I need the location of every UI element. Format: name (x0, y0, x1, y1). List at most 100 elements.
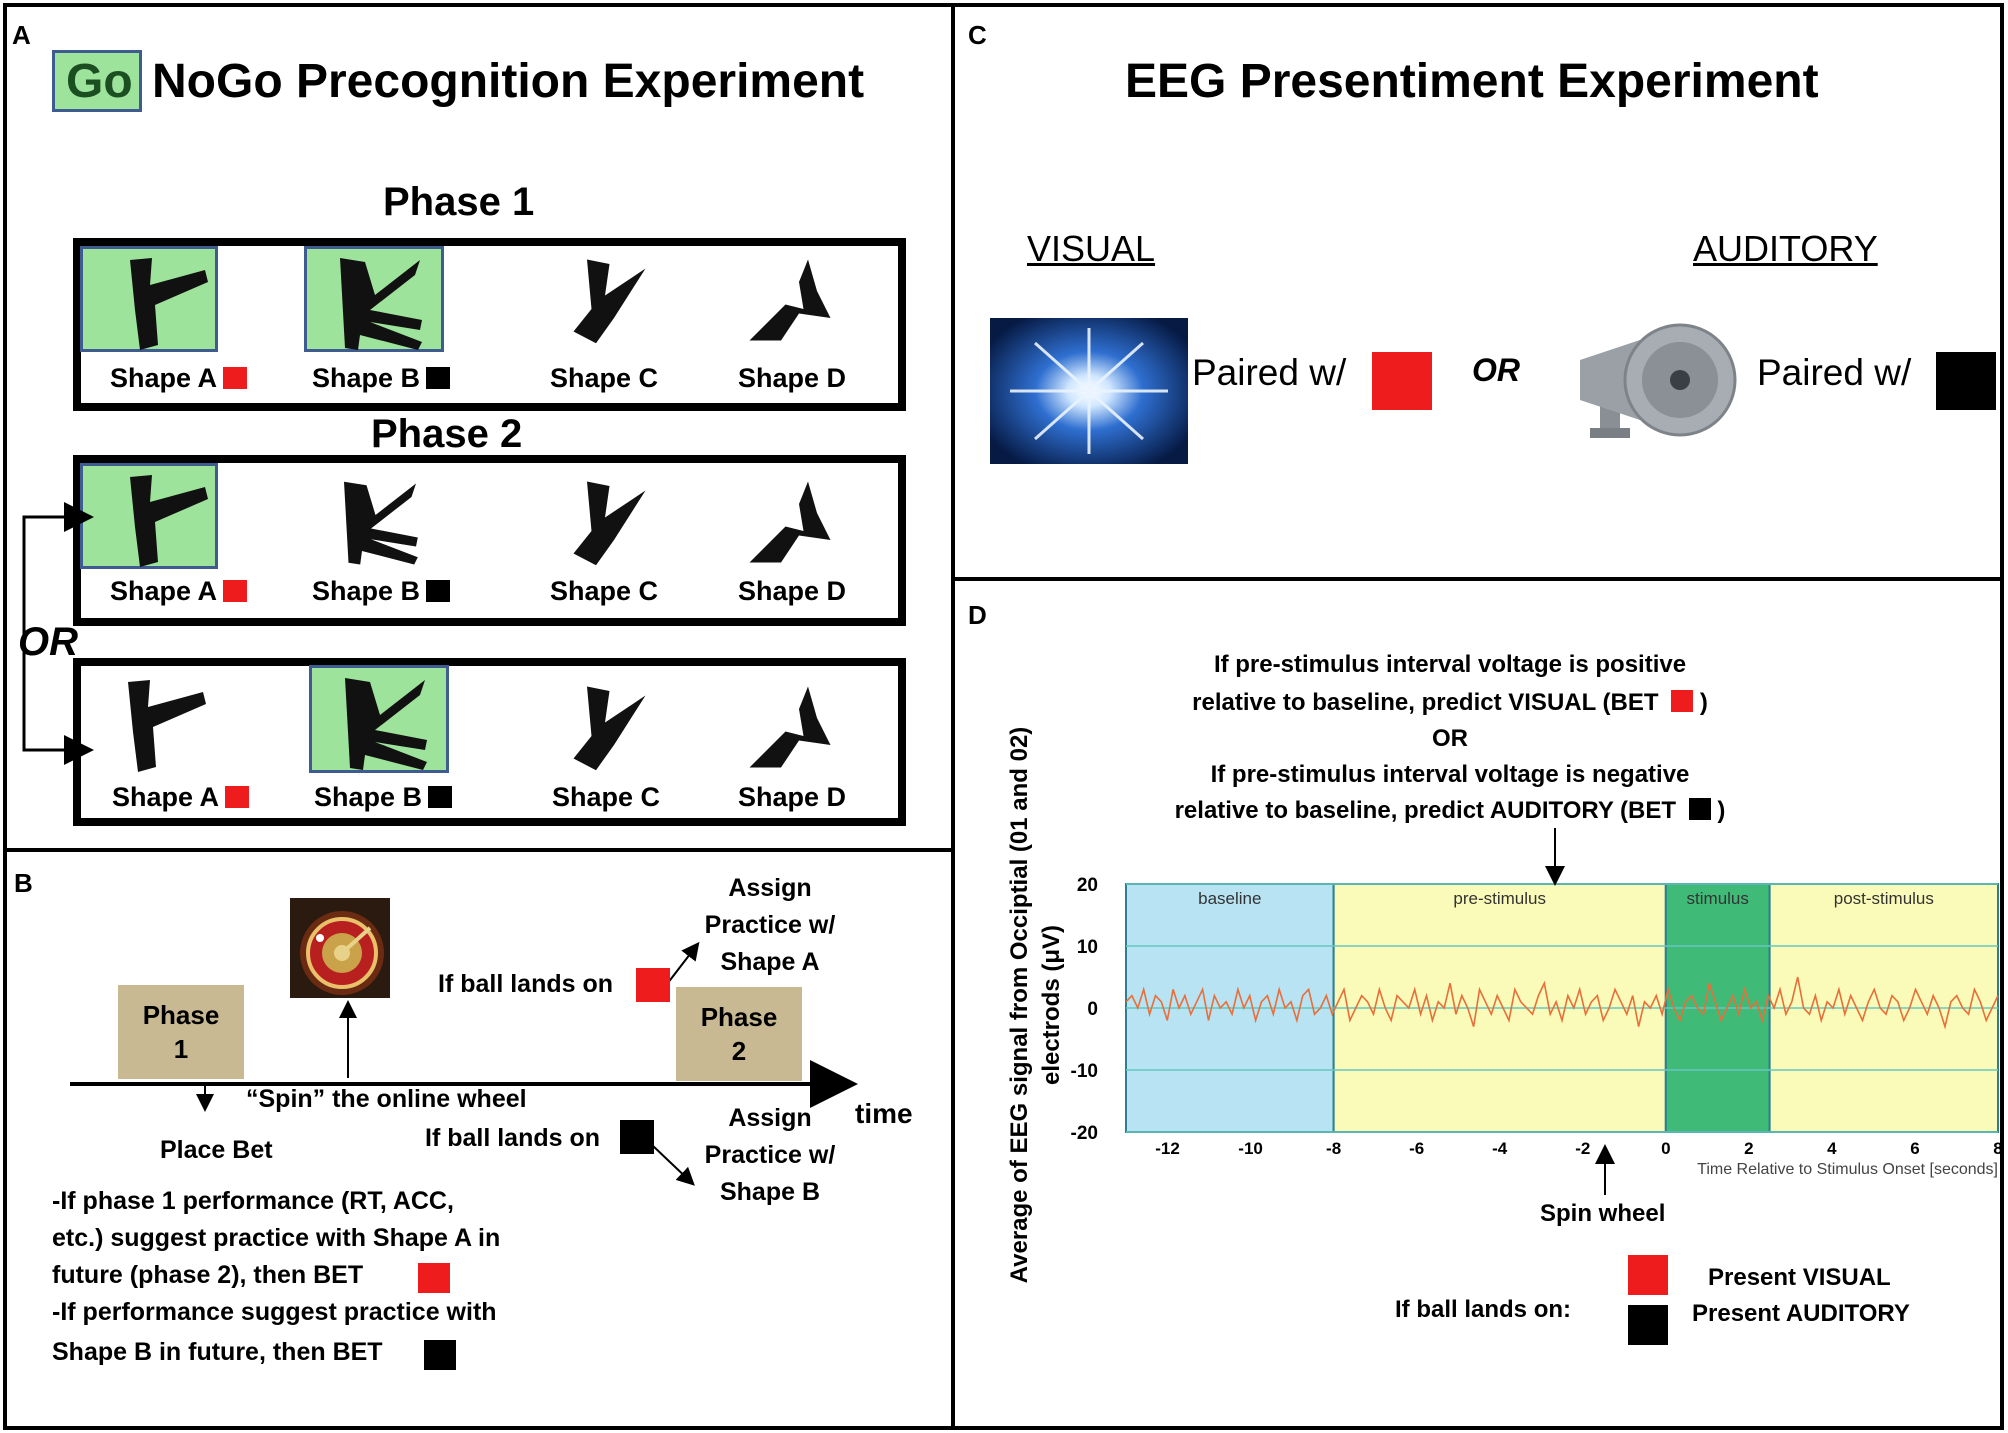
y-tick-label: 10 (1077, 937, 1098, 958)
region-label-post-stimulus: post-stimulus (1834, 889, 1934, 908)
present-auditory-label: Present AUDITORY (1692, 1300, 1910, 1327)
x-tick-label: 4 (1827, 1139, 1837, 1158)
x-tick-label: 6 (1910, 1139, 1919, 1158)
or-label-a: OR (18, 620, 78, 664)
if-ball-lands-on-label: If ball lands on: (1395, 1296, 1572, 1323)
light-flash-icon (990, 318, 1188, 464)
p2o2-label-shape-b: Shape B (314, 782, 453, 813)
region-label-stimulus: stimulus (1687, 889, 1749, 908)
p2o2-label-shape-c: Shape C (552, 782, 661, 812)
go-box (52, 50, 142, 112)
or-label-c: OR (1472, 352, 1520, 388)
red-square (1671, 690, 1694, 712)
annotation-line2: relative to baseline, predict VISUAL (BE… (1192, 689, 1708, 716)
divider-c-d (953, 577, 2004, 581)
region-label-pre-stimulus: pre-stimulus (1453, 889, 1546, 908)
legend-black-square (1628, 1305, 1668, 1345)
y-tick-label: -10 (1071, 1061, 1098, 1082)
auditory-label: AUDITORY (1693, 228, 1878, 269)
rule1-line2: etc.) suggest practice with Shape A in (52, 1224, 501, 1252)
x-tick-label: -4 (1492, 1139, 1508, 1158)
phase1-label-shape-c: Shape C (550, 363, 659, 393)
region-label-baseline: baseline (1198, 889, 1261, 908)
spin-label: “Spin” the online wheel (246, 1085, 527, 1113)
panel-label-a: A (12, 20, 31, 50)
black-square (620, 1120, 654, 1154)
annotation-or: OR (1432, 725, 1468, 752)
panel-c-title: EEG Presentiment Experiment (1125, 55, 1819, 108)
red-square (223, 580, 248, 602)
go-word: Go (66, 55, 133, 108)
time-label: time (855, 1098, 913, 1129)
p2o1-label-shape-c: Shape C (550, 576, 659, 606)
p2o2-label-shape-d: Shape D (738, 782, 847, 812)
phase1-label-shape-a: Shape A (110, 363, 248, 394)
phase2-block: Phase 2 (676, 987, 802, 1081)
or-bracket-arrows (22, 502, 94, 765)
divider-a-b (3, 848, 953, 852)
phase1-label-shape-d: Shape D (738, 363, 847, 393)
x-tick-label: 8 (1993, 1139, 2002, 1158)
speaker-horn-icon (1580, 323, 1737, 438)
p2o1-label-shape-a: Shape A (110, 576, 248, 607)
paired-visual-label: Paired w/ (1192, 352, 1347, 393)
roulette-wheel-icon (290, 898, 390, 998)
phase1-label-shape-b: Shape B (312, 363, 451, 394)
assign-b-label: Assign Practice w/ Shape B (704, 1104, 836, 1206)
y-tick-label: 20 (1077, 875, 1098, 896)
y-tick-label: 0 (1087, 999, 1098, 1020)
red-square (636, 968, 670, 1002)
x-tick-label: -6 (1409, 1139, 1424, 1158)
if-ball-lands-black: If ball lands on (425, 1124, 601, 1152)
p2o1-label-shape-d: Shape D (738, 576, 847, 606)
rule2-line2: Shape B in future, then BET (52, 1338, 383, 1366)
annotation-line1: If pre-stimulus interval voltage is posi… (1213, 651, 1687, 678)
figure-frame (3, 3, 2004, 1430)
eeg-trace-line (1125, 976, 1999, 1030)
panel-label-b: B (14, 868, 33, 898)
phase2-row-option1 (73, 455, 906, 626)
place-bet-label: Place Bet (160, 1136, 273, 1164)
panel-label-c: C (968, 20, 987, 50)
black-square (1688, 798, 1711, 820)
vertical-divider (951, 3, 955, 1430)
panel-label-d: D (968, 600, 987, 630)
x-tick-label: -12 (1155, 1139, 1180, 1158)
x-tick-label: 0 (1661, 1139, 1670, 1158)
p2o1-label-shape-b: Shape B (312, 576, 451, 607)
phase1-title: Phase 1 (383, 180, 535, 224)
phase1-block: Phase 1 (118, 985, 244, 1079)
spin-wheel-label: Spin wheel (1540, 1200, 1666, 1227)
visual-label: VISUAL (1027, 228, 1156, 269)
x-tick-label: -2 (1575, 1139, 1590, 1158)
legend-red-square (1628, 1255, 1668, 1295)
eeg-chart: baseline pre-stimulus stimulus post-stimulu… (1071, 875, 2003, 1178)
black-square (424, 1340, 456, 1370)
red-square (223, 367, 248, 389)
annotation-line4: relative to baseline, predict AUDITORY (… (1174, 797, 1726, 824)
x-tick-label: 2 (1744, 1139, 1753, 1158)
rule1-line1: -If phase 1 performance (RT, ACC, (52, 1187, 454, 1215)
phase2-title: Phase 2 (371, 412, 523, 456)
phase1-row (73, 238, 906, 411)
black-square (1936, 352, 1996, 410)
black-square (428, 786, 453, 808)
rule1-line3: future (phase 2), then BET (52, 1261, 364, 1289)
x-tick-label: -8 (1326, 1139, 1341, 1158)
if-ball-lands-red: If ball lands on (438, 970, 614, 998)
p2o2-label-shape-a: Shape A (112, 782, 250, 813)
black-square (426, 580, 451, 602)
red-square (418, 1263, 450, 1293)
panel-a-title: NoGo Precognition Experiment (152, 55, 865, 108)
black-square (426, 367, 451, 389)
rule2-line1: -If performance suggest practice with (52, 1298, 497, 1326)
present-visual-label: Present VISUAL (1708, 1264, 1891, 1291)
x-tick-label: -10 (1238, 1139, 1263, 1158)
paired-auditory-label: Paired w/ (1757, 352, 1912, 393)
red-square (1372, 352, 1432, 410)
annotation-line3: If pre-stimulus interval voltage is nega… (1210, 761, 1690, 788)
x-axis-label: Time Relative to Stimulus Onset [seconds… (1697, 1161, 1998, 1178)
red-square (225, 786, 250, 808)
assign-a-label: Assign Practice w/ Shape A (704, 874, 836, 976)
